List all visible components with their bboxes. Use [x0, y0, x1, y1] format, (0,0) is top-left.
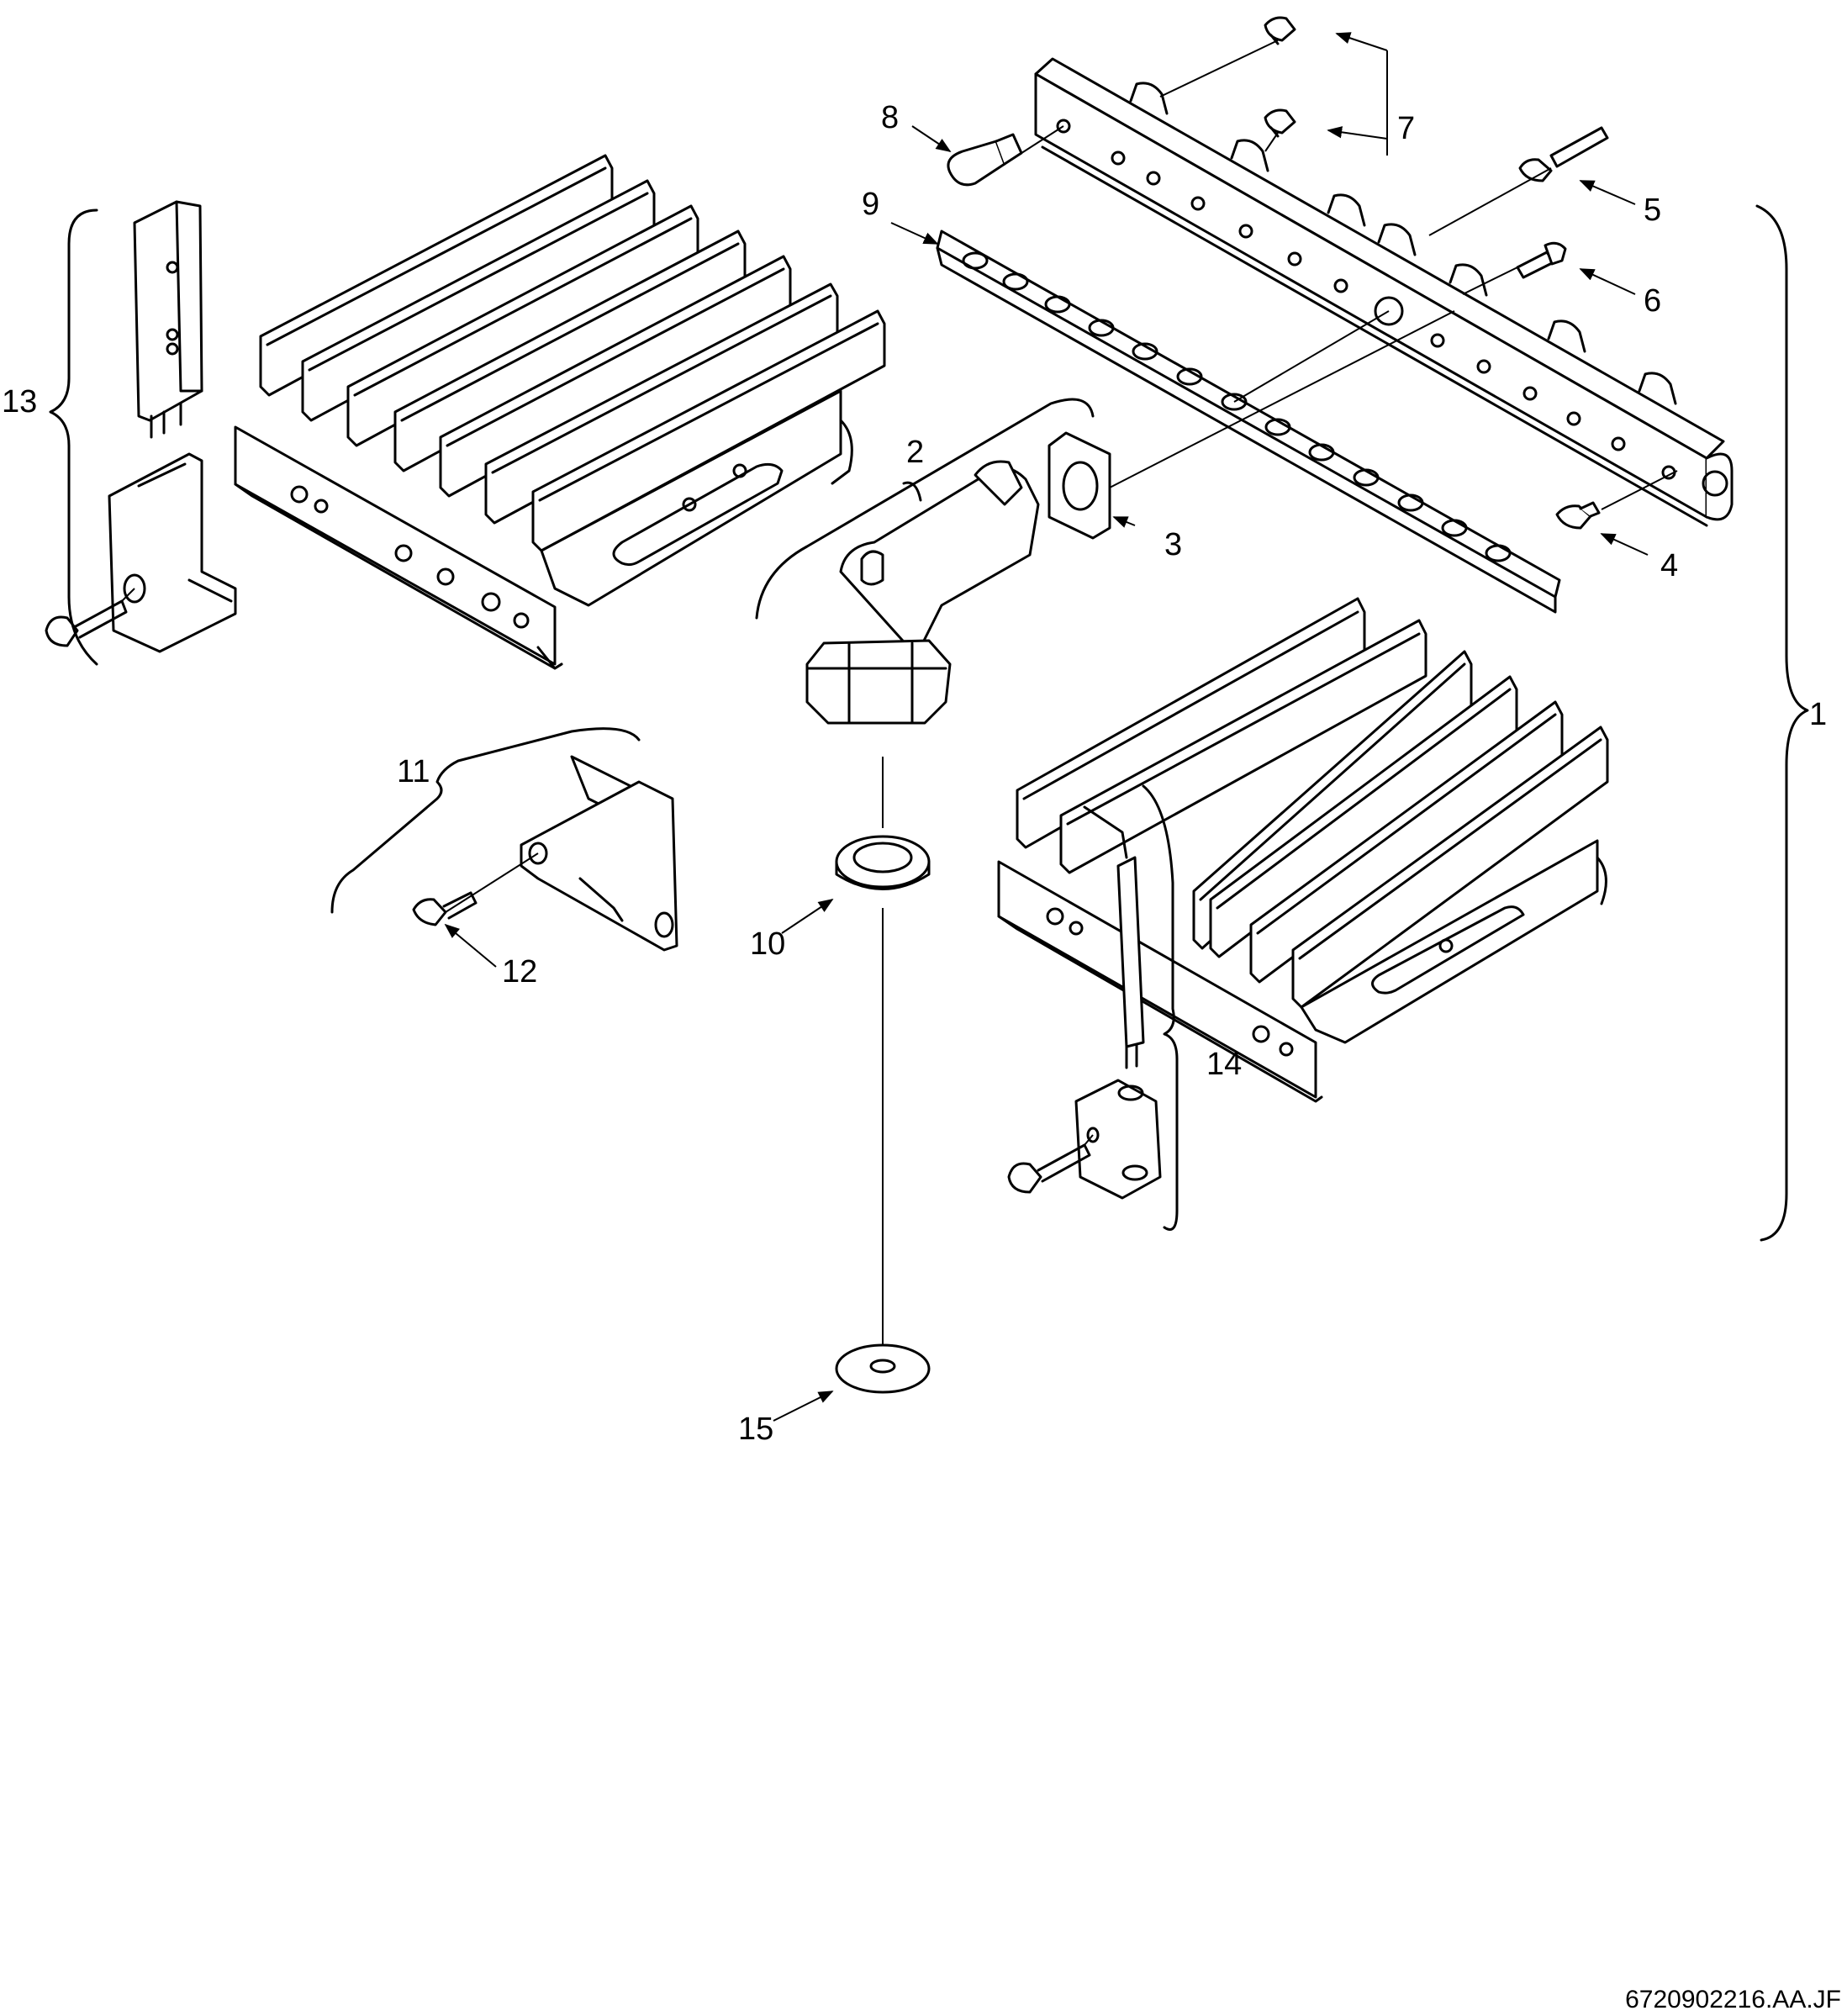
brace-lines [49, 204, 1809, 1242]
sealing-ring-part-10 [835, 835, 931, 890]
screw-part-7a [1264, 16, 1296, 45]
gas-inlet-elbow-part-2 [805, 460, 1040, 725]
washer-part-15 [835, 1343, 931, 1394]
burner-block-right [997, 597, 1609, 1103]
callout-3: 3 [1164, 527, 1182, 562]
callout-8: 8 [881, 100, 899, 135]
callout-labels: 1 2 3 4 5 6 7 8 9 10 11 12 13 14 15 [2, 100, 1827, 1447]
burner-block-left [234, 154, 886, 670]
burner-blades-right [1016, 597, 1609, 1044]
callout-9: 9 [862, 187, 879, 222]
burner-blades-left [259, 154, 886, 607]
document-code: 6720902216.AA.JF [1625, 1986, 1841, 2013]
screw-part-7b [1264, 108, 1296, 138]
callout-12: 12 [502, 954, 537, 990]
pin-part-5 [1518, 126, 1609, 182]
callout-6: 6 [1644, 283, 1661, 319]
screw-part-14 [1007, 1143, 1091, 1194]
gas-manifold [1034, 57, 1734, 527]
callout-5: 5 [1644, 193, 1661, 228]
screw-part-12 [412, 891, 478, 926]
bracket-part-11 [520, 755, 678, 952]
callout-2: 2 [906, 435, 924, 470]
screw-part-13 [45, 599, 128, 647]
nozzle-part-4 [1555, 501, 1601, 530]
screw-part-6 [1516, 241, 1567, 279]
callout-15: 15 [738, 1412, 773, 1447]
leader-lines [121, 40, 1678, 1345]
callout-14: 14 [1206, 1047, 1242, 1082]
gasket-part-3 [1048, 431, 1111, 540]
electrode-bracket-part-14 [1074, 1079, 1162, 1200]
callout-11: 11 [397, 754, 430, 789]
callout-7: 7 [1397, 111, 1415, 146]
callout-13: 13 [2, 384, 37, 420]
callout-4: 4 [1660, 548, 1678, 583]
nozzle-strip [936, 230, 1561, 614]
bracket-part-13 [108, 452, 237, 653]
callout-1: 1 [1809, 697, 1827, 732]
ignition-electrode-part-14 [1083, 805, 1145, 1069]
callout-arrows [444, 32, 1649, 1422]
callout-10: 10 [750, 926, 785, 962]
electrode-part-13 [133, 200, 203, 439]
